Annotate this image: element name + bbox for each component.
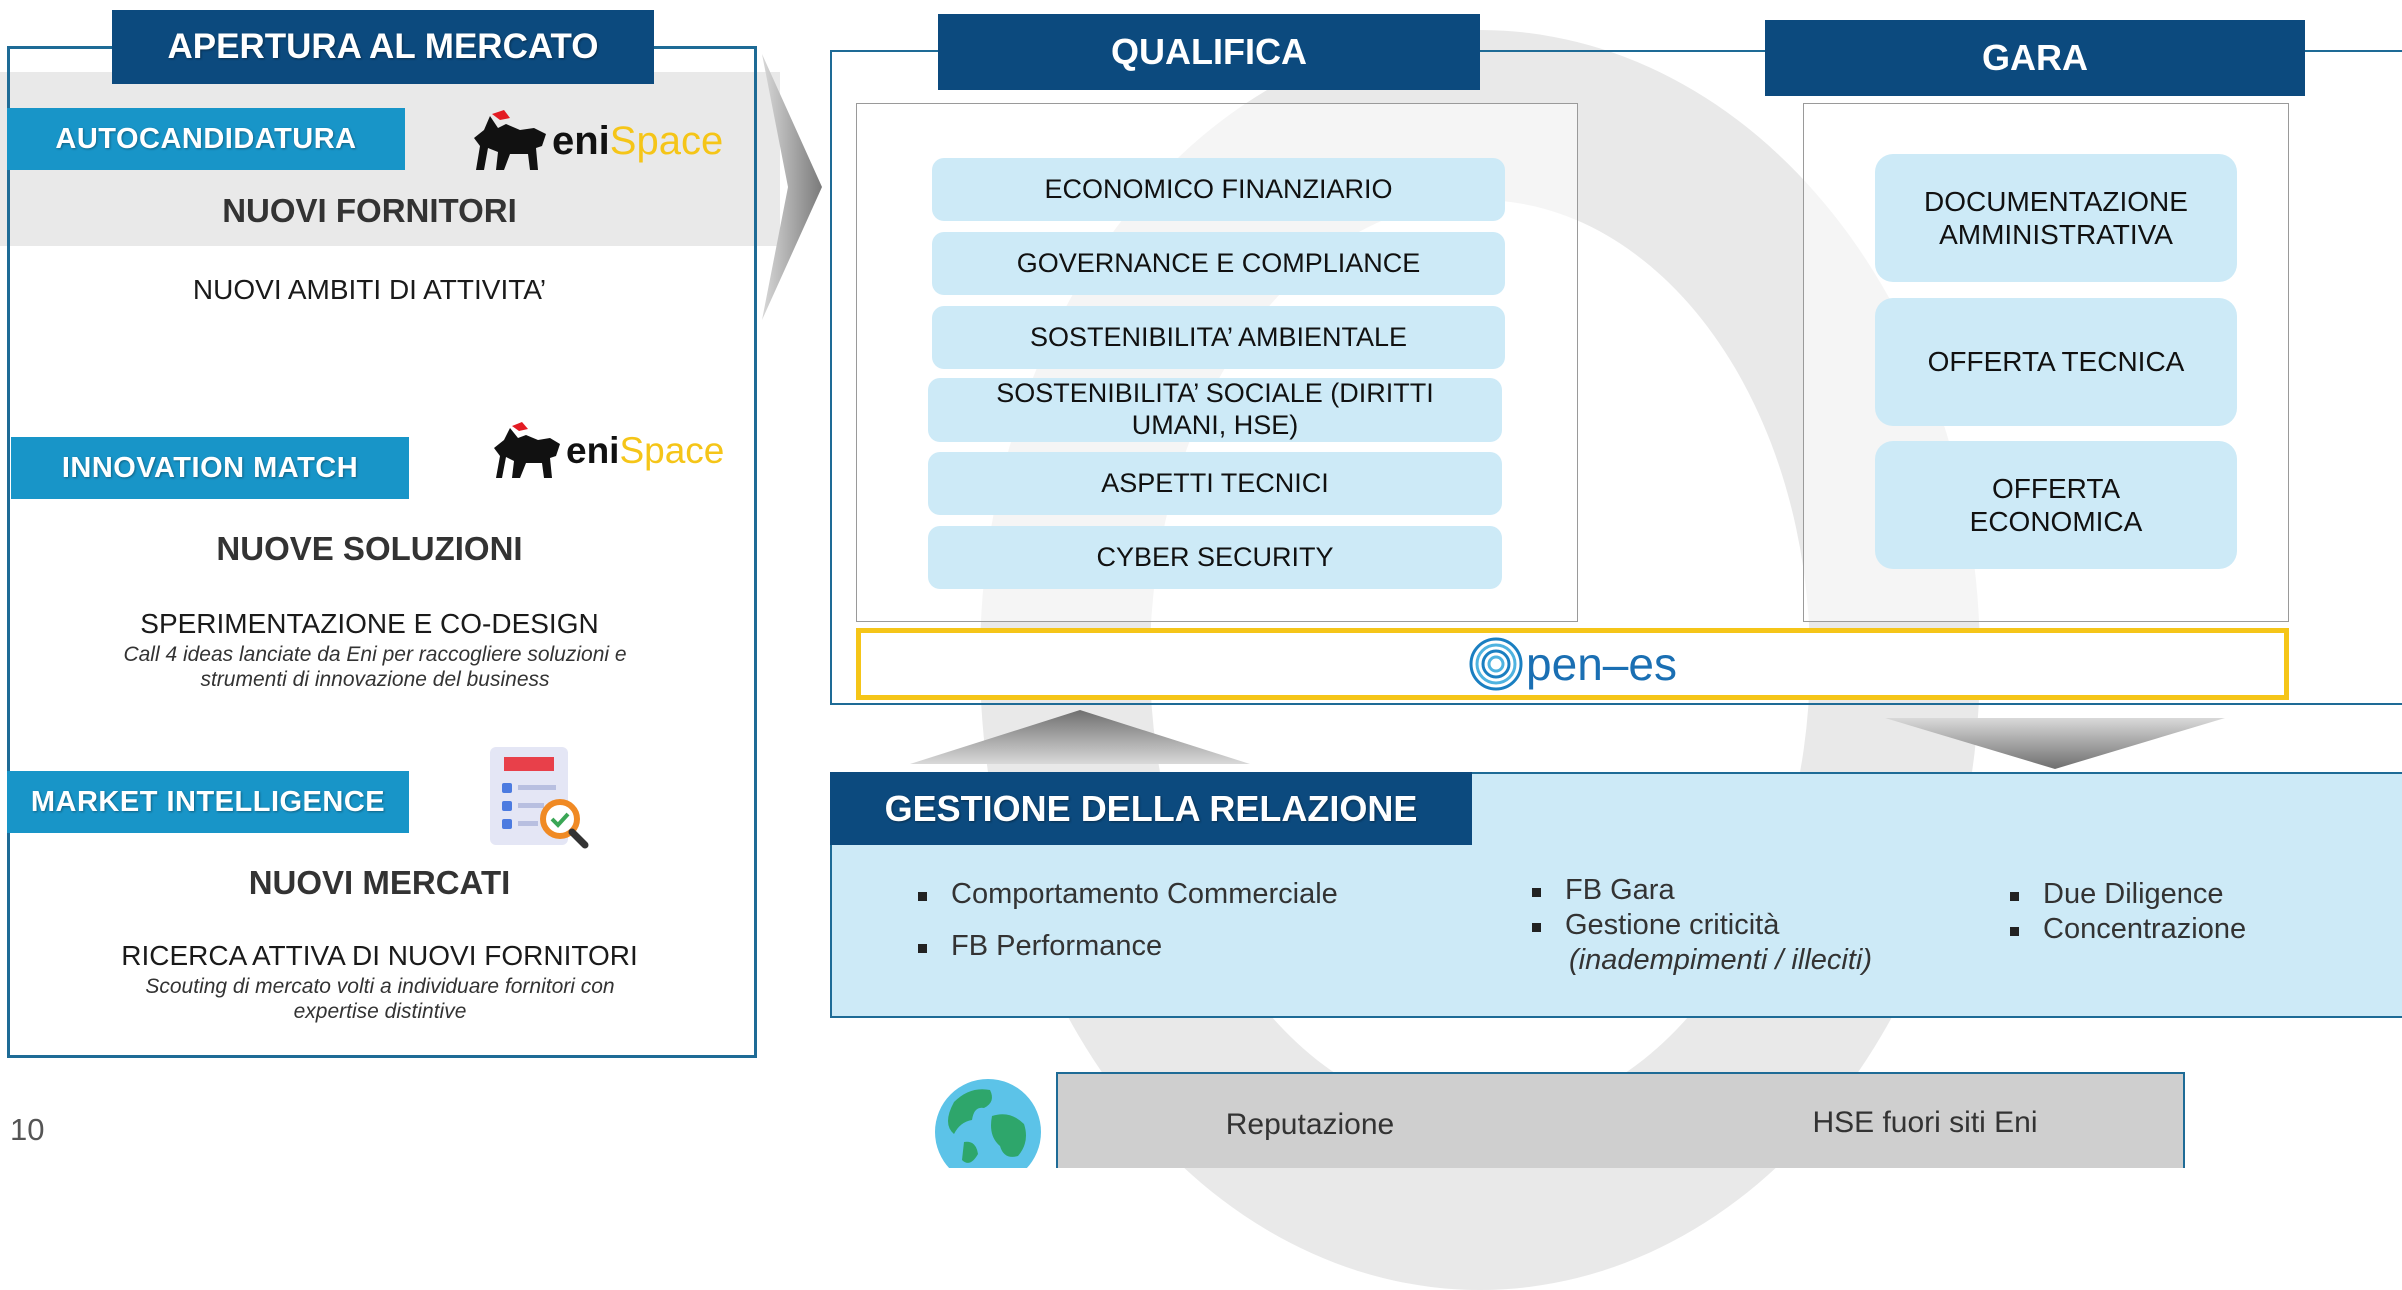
up-arrow-triangle — [910, 710, 1250, 764]
footer-item-reputazione: Reputazione — [1225, 1108, 1395, 1141]
relazione-bullet: Due Diligence — [2010, 878, 2224, 911]
subtitle-nuovi-ambiti: NUOVI AMBITI DI ATTIVITA’ — [192, 274, 547, 305]
globe-icon — [935, 1079, 1041, 1168]
bullet-text: Due Diligence — [2043, 878, 2224, 910]
bullet-text: FB Performance — [951, 930, 1163, 962]
relazione-bullet: Concentrazione — [2010, 913, 2246, 946]
bullet-text: Comportamento Commerciale — [951, 878, 1338, 910]
open-es-spiral-icon — [1469, 637, 1523, 691]
apertura-title: APERTURA AL MERCATO — [112, 10, 654, 84]
qualifica-item: SOSTENIBILITA’ SOCIALE (DIRITTI UMANI, H… — [928, 378, 1502, 442]
page-number: 10 — [10, 1112, 45, 1147]
gara-item: OFFERTA ECONOMICA — [1875, 441, 2237, 569]
eni-dog-icon — [474, 110, 546, 170]
bullet-square-icon — [918, 892, 927, 901]
relazione-bullet: Gestione criticità — [1532, 909, 1779, 942]
subtitle-ricerca-attiva: RICERCA ATTIVA DI NUOVI FORNITORI — [121, 940, 638, 971]
relazione-bullet: FB Performance — [918, 930, 1162, 963]
eni-dog-icon — [494, 422, 560, 478]
relazione-bullet: Comportamento Commerciale — [918, 878, 1338, 911]
relazione-title: GESTIONE DELLA RELAZIONE — [830, 772, 1472, 845]
heading-nuovi-fornitori: NUOVI FORNITORI — [222, 192, 517, 229]
description-call4ideas: Call 4 ideas lanciate da Eni per raccogl… — [123, 643, 627, 692]
gara-item: OFFERTA TECNICA — [1875, 298, 2237, 426]
down-arrow-triangle — [1885, 718, 2225, 769]
process-frame — [830, 50, 2402, 705]
tag-autocandidatura: AUTOCANDIDATURA — [7, 108, 405, 170]
bullet-text: Gestione criticità — [1565, 909, 1780, 941]
relazione-bullet: FB Gara — [1532, 874, 1675, 907]
bullet-text: Concentrazione — [2043, 913, 2247, 945]
bullet-square-icon — [2010, 892, 2019, 901]
tag-innovation-match: INNOVATION MATCH — [11, 437, 409, 499]
qualifica-item: SOSTENIBILITA’ AMBIENTALE — [932, 306, 1505, 369]
bullet-square-icon — [918, 944, 927, 953]
gara-title: GARA — [1765, 20, 2305, 96]
eni-wordmark: eni — [552, 118, 610, 163]
bullet-square-icon — [1532, 888, 1541, 897]
bullet-note: (inadempimenti / illeciti) — [1569, 944, 1872, 976]
gara-item: DOCUMENTAZIONE AMMINISTRATIVA — [1875, 154, 2237, 282]
description-scouting: Scouting di mercato volti a individuare … — [145, 975, 615, 1024]
external-factors-bar — [1056, 1072, 2185, 1168]
right-chevron-arrow — [762, 54, 822, 320]
qualifica-item: ASPETTI TECNICI — [928, 452, 1502, 515]
heading-nuove-soluzioni: NUOVE SOLUZIONI — [216, 530, 523, 567]
subtitle-sperimentazione: SPERIMENTAZIONE E CO-DESIGN — [140, 608, 599, 639]
open-es-platform-bar: pen–es — [856, 628, 2289, 700]
qualifica-item: CYBER SECURITY — [928, 526, 1502, 589]
report-search-icon — [490, 747, 589, 849]
open-es-wordmark: pen–es — [1526, 638, 1677, 690]
space-wordmark: Space — [619, 430, 725, 471]
bullet-square-icon — [1532, 923, 1541, 932]
eni-wordmark: eni — [566, 430, 620, 471]
qualifica-title: QUALIFICA — [938, 14, 1480, 90]
space-wordmark: Space — [609, 118, 724, 163]
tag-market-intelligence: MARKET INTELLIGENCE — [7, 771, 409, 833]
bullet-text: FB Gara — [1565, 874, 1675, 906]
bullet-square-icon — [2010, 927, 2019, 936]
qualifica-item: ECONOMICO FINANZIARIO — [932, 158, 1505, 221]
qualifica-item: GOVERNANCE E COMPLIANCE — [932, 232, 1505, 295]
footer-item-hse: HSE fuori siti Eni — [1812, 1106, 2038, 1139]
heading-nuovi-mercati: NUOVI MERCATI — [248, 864, 511, 901]
